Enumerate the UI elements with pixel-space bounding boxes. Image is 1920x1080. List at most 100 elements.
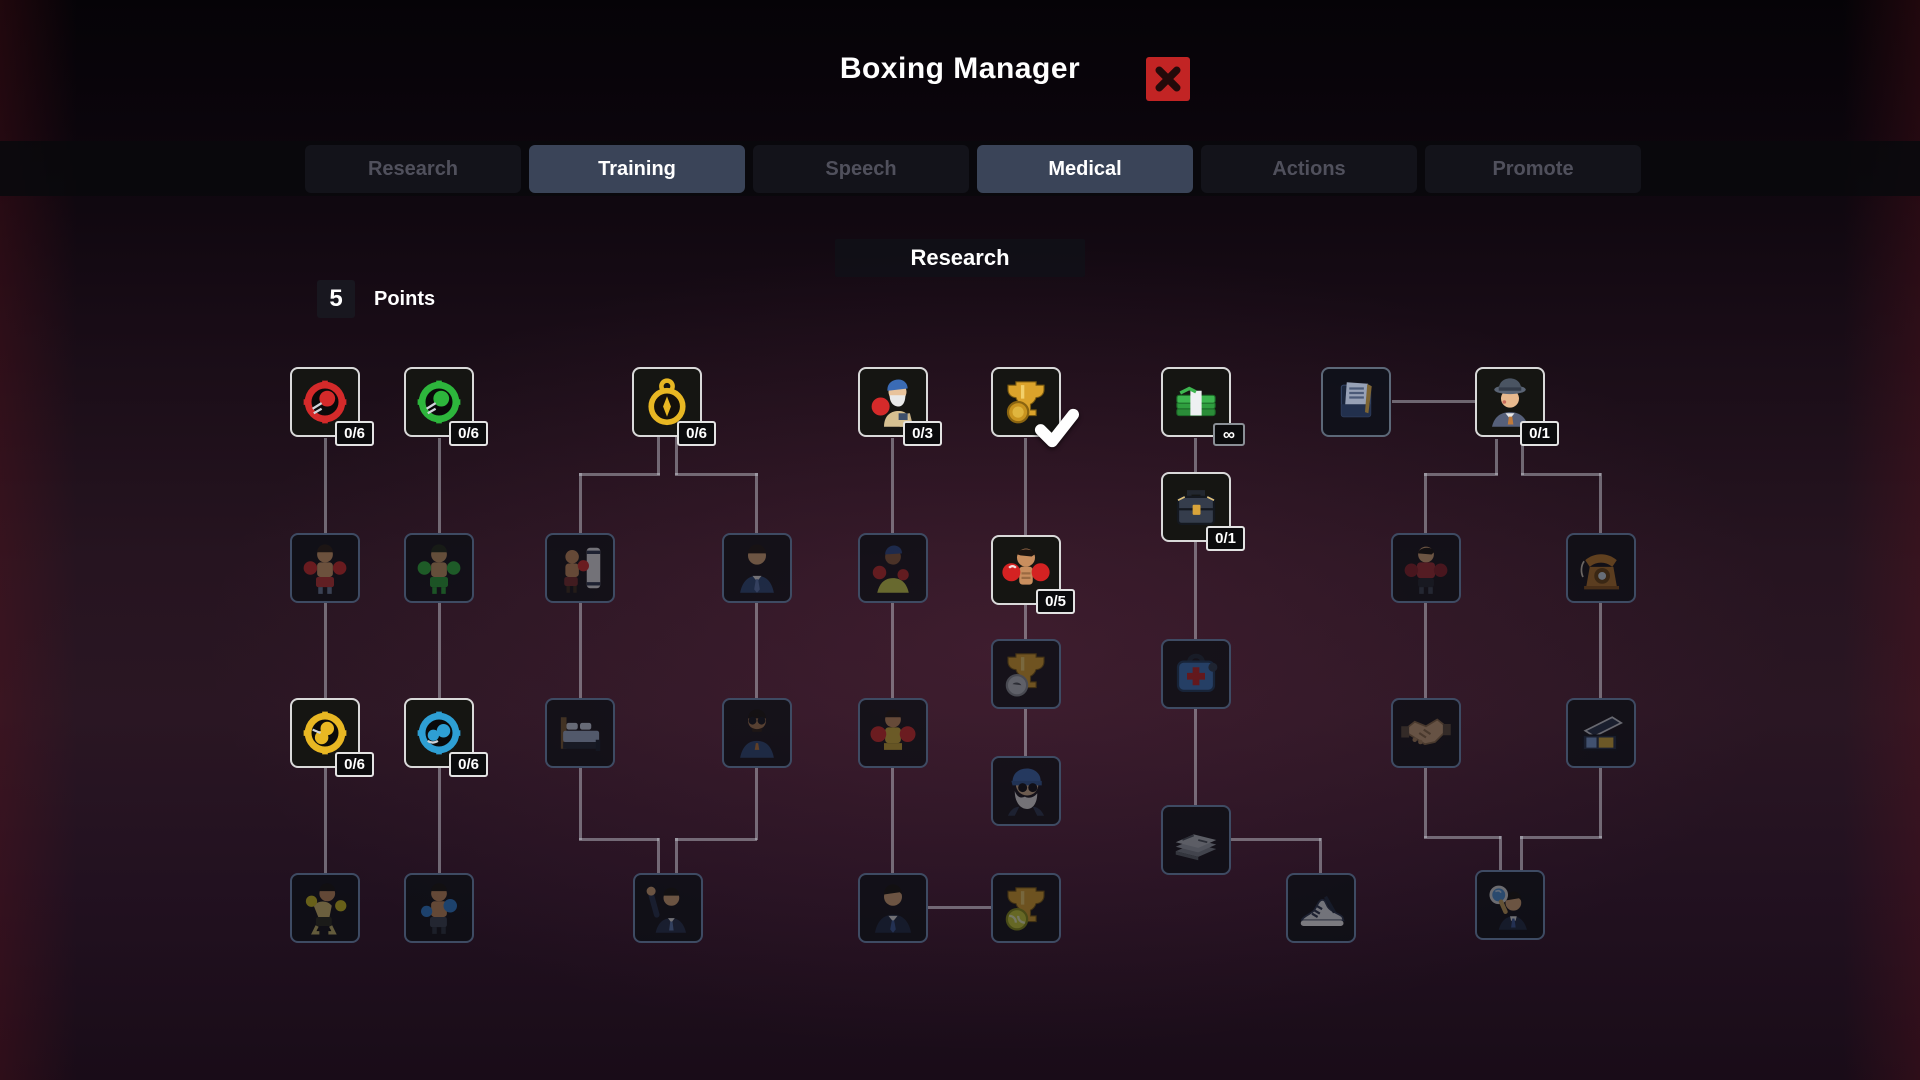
skill-node-telephone[interactable] [1566, 533, 1636, 603]
skill-node-cut-boxer[interactable]: 0/5 [991, 535, 1075, 614]
trophy-gold-medal-icon [1006, 381, 1045, 424]
skill-node-boxer-green[interactable] [404, 533, 474, 603]
skill-node-trophy-ball[interactable] [991, 873, 1061, 943]
connector [1194, 438, 1197, 472]
completed-check-icon [1034, 408, 1079, 448]
green-ring-glove-icon [417, 380, 461, 424]
open-money-case-icon [1582, 716, 1623, 751]
skill-node-sunglasses-man[interactable] [722, 698, 792, 768]
skill-node-trophy-medal[interactable] [991, 367, 1079, 448]
tab-medical[interactable]: Medical [977, 145, 1193, 193]
skill-node-stopwatch[interactable]: 0/6 [632, 367, 716, 446]
trainer-yellow-shirt-icon [872, 545, 909, 593]
skill-node-yellow-ring[interactable]: 0/6 [290, 698, 374, 777]
skill-node-announcer[interactable] [633, 873, 703, 943]
connector [1599, 473, 1602, 533]
skill-node-sneaker[interactable] [1286, 873, 1356, 943]
close-button[interactable] [1146, 57, 1190, 101]
skill-node-green-ring[interactable]: 0/6 [404, 367, 488, 446]
skill-node-scout-agent[interactable]: 0/1 [1475, 367, 1559, 446]
skill-node-boxer-red[interactable] [290, 533, 360, 603]
bed-icon [560, 717, 601, 751]
skill-node-old-coach[interactable] [991, 756, 1061, 826]
boxer-red-gloves-icon [870, 709, 916, 750]
progress-badge: 0/6 [335, 752, 374, 777]
trophy-silver-coin-icon [1005, 653, 1045, 697]
gold-stopwatch-icon [648, 378, 686, 426]
skill-node-veteran-trainer[interactable]: 0/3 [858, 367, 942, 446]
skill-node-manager-portrait[interactable] [858, 873, 928, 943]
connector [1319, 838, 1322, 873]
skill-node-medical-bag[interactable] [1161, 639, 1231, 709]
skill-node-documents[interactable] [1321, 367, 1391, 437]
tab-promote[interactable]: Promote [1425, 145, 1641, 193]
raised-hand-suit-icon [646, 886, 686, 933]
boxer-green-gloves-icon [417, 544, 461, 594]
connector [579, 473, 660, 476]
skill-node-boxer-fierce[interactable] [858, 698, 928, 768]
tab-research[interactable]: Research [305, 145, 521, 193]
progress-badge: 0/1 [1520, 421, 1559, 446]
progress-badge: 0/6 [335, 421, 374, 446]
blue-ring-glove-icon [417, 711, 461, 755]
sneaker-icon [1300, 895, 1345, 926]
tab-speech[interactable]: Speech [753, 145, 969, 193]
page-title: Boxing Manager [839, 52, 1081, 85]
connector [891, 603, 894, 698]
skill-node-magnifier-scout[interactable] [1475, 870, 1545, 940]
connector [1392, 400, 1475, 403]
magnifier-man-icon [1489, 885, 1527, 930]
connector [1424, 473, 1498, 476]
progress-badge: 0/6 [449, 752, 488, 777]
skill-node-boxer-blue[interactable] [404, 873, 474, 943]
connector [1024, 709, 1027, 756]
connector [324, 438, 327, 533]
connector [438, 768, 441, 873]
connector [324, 603, 327, 698]
handshake-icon [1401, 718, 1451, 746]
skill-node-briefcase[interactable]: 0/1 [1161, 472, 1245, 551]
skill-node-money[interactable]: ∞ [1161, 367, 1245, 446]
connector [755, 473, 758, 533]
skill-node-bed[interactable] [545, 698, 615, 768]
connector [928, 906, 991, 909]
sunglasses-man-icon [740, 709, 774, 758]
connector [438, 438, 441, 533]
skill-node-suit-man[interactable] [722, 533, 792, 603]
connector [1495, 439, 1498, 475]
skill-node-newspapers[interactable] [1161, 805, 1231, 875]
skill-node-handshake[interactable] [1391, 698, 1461, 768]
skill-node-money-case[interactable] [1566, 698, 1636, 768]
tab-actions[interactable]: Actions [1201, 145, 1417, 193]
tab-training[interactable]: Training [529, 145, 745, 193]
connector [1521, 473, 1601, 476]
points-value: 5 [317, 280, 355, 318]
connector [1599, 603, 1602, 698]
connector [1194, 542, 1197, 639]
skill-node-corner-trainer[interactable] [858, 533, 928, 603]
connector [324, 768, 327, 873]
red-ring-glove-icon [303, 380, 347, 424]
documents-box-icon [1340, 382, 1372, 418]
yellow-ring-glove-icon [303, 711, 347, 755]
skill-node-boxer-yellow[interactable] [290, 873, 360, 943]
skill-node-boxer-punching-bag[interactable] [545, 533, 615, 603]
connector [1424, 603, 1427, 698]
progress-badge: 0/1 [1206, 526, 1245, 551]
skill-node-red-ring[interactable]: 0/6 [290, 367, 374, 446]
suit-portrait-icon [875, 884, 911, 933]
connector [891, 438, 894, 533]
bearded-coach-icon [1008, 768, 1044, 816]
medical-bag-icon [1176, 653, 1218, 692]
connector [675, 838, 757, 841]
connector [1424, 473, 1427, 533]
skill-node-boxer-dark[interactable] [1391, 533, 1461, 603]
skill-node-blue-ring[interactable]: 0/6 [404, 698, 488, 777]
connector [755, 768, 758, 840]
connector [1520, 836, 1602, 839]
section-header: Research [835, 239, 1085, 277]
suit-man-icon [740, 544, 774, 593]
skill-node-trophy-silver[interactable] [991, 639, 1061, 709]
connector [1194, 709, 1197, 805]
